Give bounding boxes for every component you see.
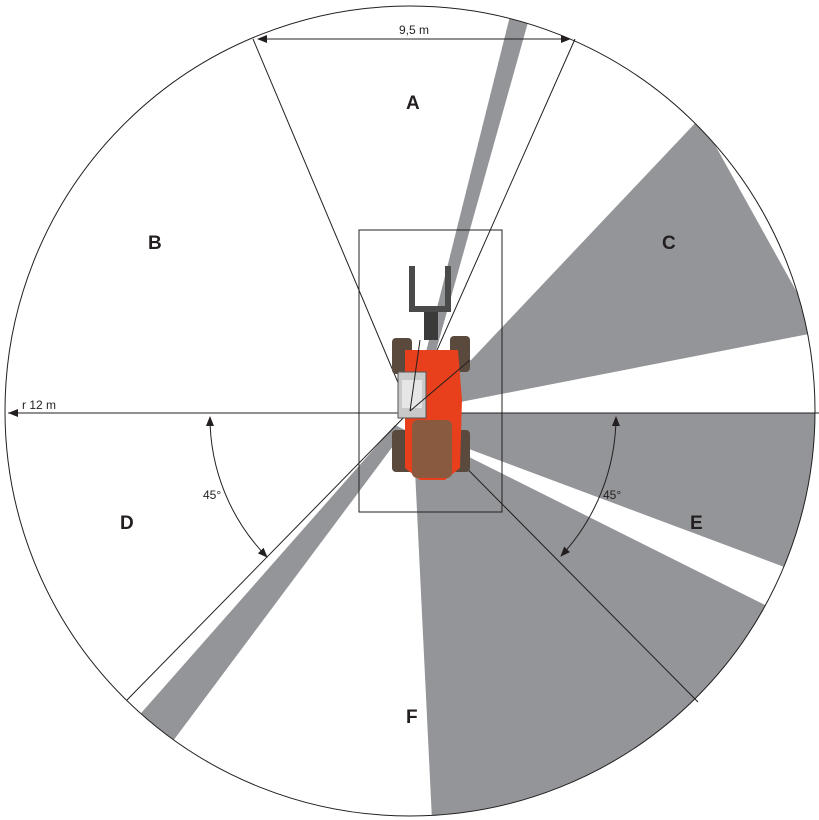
zone-label-e: E	[690, 513, 703, 534]
width-label: 9,5 m	[399, 23, 429, 37]
blind-spot-areas	[135, 8, 815, 816]
range-circle	[4, 5, 816, 817]
angle-label-left: 45°	[203, 488, 221, 502]
blind-spot-f	[415, 470, 720, 816]
blind-spot-c	[438, 118, 815, 406]
zone-label-a: A	[406, 93, 420, 114]
zone-label-d: D	[120, 513, 134, 534]
angle-arc-left	[205, 416, 268, 558]
radius-label: r 12 m	[22, 398, 56, 412]
blind-spot-e	[445, 413, 815, 580]
telehandler-icon	[392, 266, 471, 480]
zone-label-f: F	[406, 707, 418, 728]
line-a-left	[252, 38, 411, 412]
machine-envelope	[358, 229, 503, 513]
zone-label-c: C	[662, 233, 676, 254]
line-rear-left	[126, 410, 411, 701]
angle-label-right: 45°	[603, 488, 621, 502]
angle-arc-right	[560, 416, 620, 557]
sector-lines	[8, 38, 819, 703]
line-a-right	[409, 38, 576, 412]
blind-spot-rear-left	[135, 425, 405, 745]
zone-label-b: B	[148, 233, 162, 254]
